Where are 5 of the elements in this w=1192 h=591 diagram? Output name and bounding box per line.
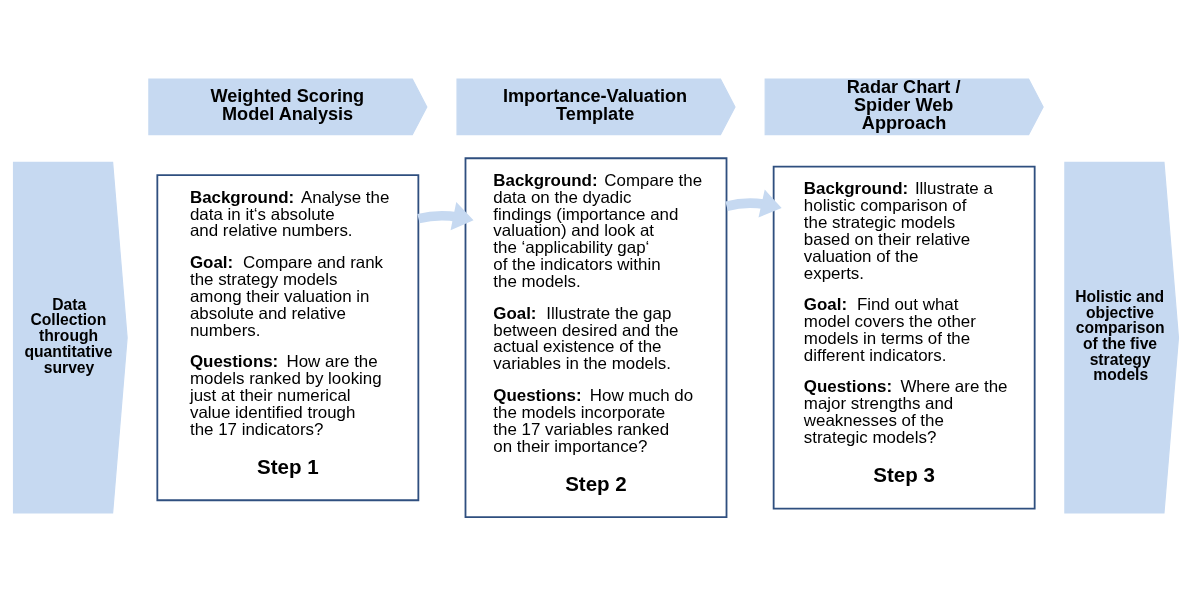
arrow	[417, 201, 474, 230]
node-box: Background: Analyse the data in it‘s absolute and relative numbers. Goal: Compare and rank the strategy models among their valuation in absolute and relative numbers. Questions: How are the models ranked by looking just at their numerical value identified trough the 17 indicators? Step 1	[156, 173, 420, 501]
node-box: Background: Illustrate a holistic comparison of the strategic models based on their relative valuation of the experts. Goal: Find out what model covers the other models in terms of the different indicators. Questions: Where are the major strengths and weaknesses of the strategic models? Step 3	[772, 165, 1036, 510]
node-box: Background: Compare the data on the dyadic findings (importance and valuation) and look at the ‘applicability gap‘ of the indicators within the models. Goal: Illustrate the gap between desired and the actual existence of the variables in the models. Questions: How much do the models incorporate the 17 variables ranked on their importance? Step 2	[464, 156, 728, 518]
arrow	[725, 189, 782, 218]
